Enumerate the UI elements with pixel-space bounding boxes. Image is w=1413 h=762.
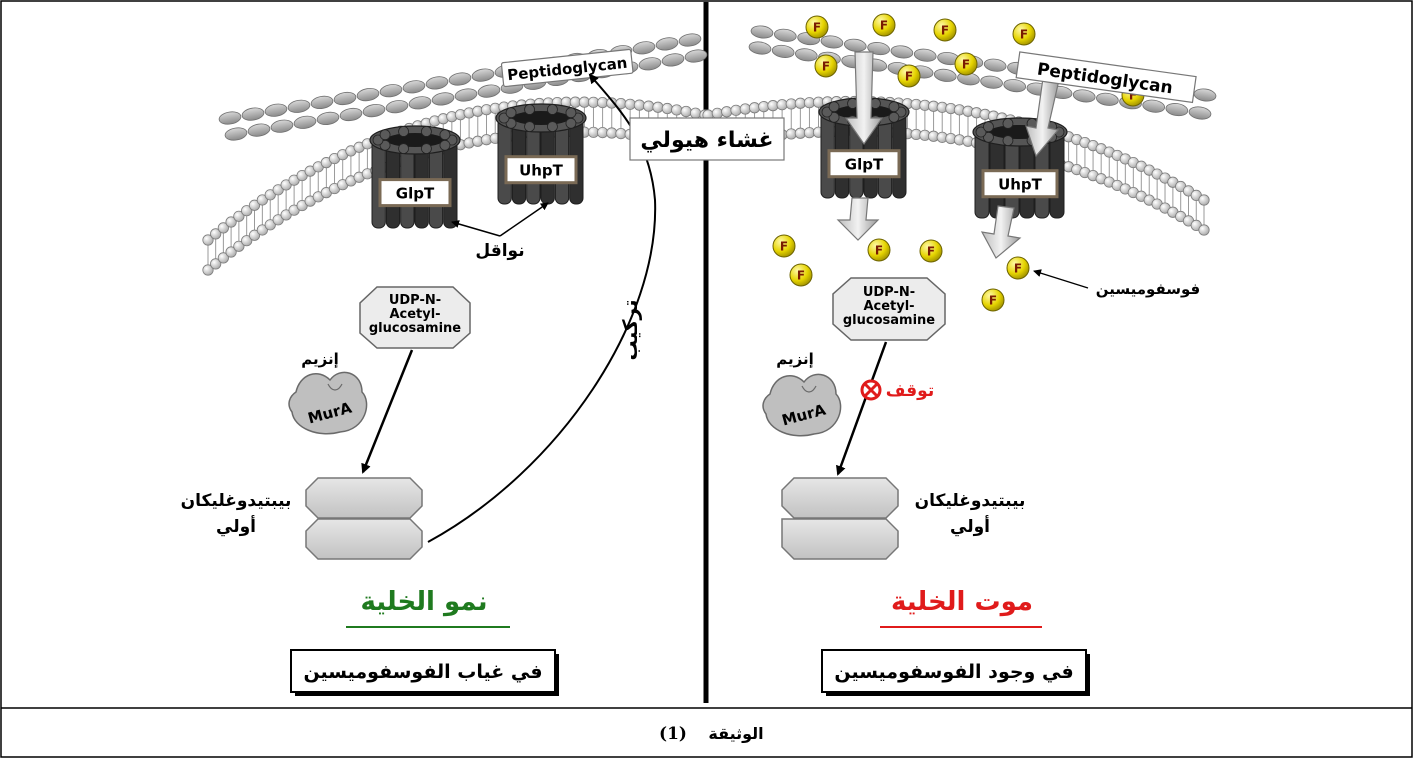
mura-enzyme-icon-right <box>762 373 842 437</box>
transporters-pointer-1 <box>451 220 501 237</box>
uhpt-transporter-right-label: UhpT <box>998 176 1043 194</box>
condition-label-right: في وجود الفوسفوميسين <box>834 661 1073 683</box>
precursor-line-1: بيبتيدوغليكان <box>181 491 292 511</box>
substrate-line-2-right: Acetyl- <box>863 299 914 314</box>
stop-icon <box>860 379 882 401</box>
svg-text:F: F <box>989 294 997 308</box>
glpt-transporter-left: GlpT <box>369 125 461 229</box>
peptidoglycan-chain-right-2 <box>748 41 1212 120</box>
entry-arrow-uhpt-bottom <box>980 205 1022 259</box>
enzyme-label-right: إنزيم <box>776 350 814 368</box>
svg-text:F: F <box>813 21 821 35</box>
substrate-line-1-right: UDP-N- <box>863 285 915 300</box>
uhpt-transporter-left: UhpT <box>495 103 587 205</box>
outcome-label-right: موت الخلية <box>891 587 1033 617</box>
svg-text:F: F <box>941 24 949 38</box>
fosfomycin-label: فوسفوميسين <box>1096 280 1200 298</box>
precursor-line-2: أولي <box>216 515 256 537</box>
entry-arrow-glpt-bottom <box>836 197 880 241</box>
condition-box <box>290 649 556 693</box>
precursor-block-top-right <box>781 477 899 519</box>
glpt-transporter-left-label: GlpT <box>396 185 435 203</box>
svg-text:F: F <box>780 240 788 254</box>
lipid-bilayer-right <box>702 95 1210 236</box>
fosfomycin-molecule: F <box>805 15 829 39</box>
condition-label: في غياب الفوسفوميسين <box>303 661 542 683</box>
fosfomycin-molecule: F <box>981 288 1005 312</box>
svg-text:F: F <box>927 245 935 259</box>
svg-text:F: F <box>1129 89 1137 103</box>
synthesis-arrow <box>427 73 657 543</box>
substrate-line-1: UDP-N- <box>389 293 441 308</box>
fosfomycin-pointer <box>1033 269 1089 289</box>
caption: الوثيقة (1) <box>659 724 764 744</box>
svg-text:F: F <box>822 60 830 74</box>
synthesis-label: تركيب <box>618 300 642 361</box>
svg-text:F: F <box>880 19 888 33</box>
precursor-block-bottom-right <box>781 518 899 560</box>
precursor-block-top <box>305 477 423 519</box>
stop-label: توقف <box>886 381 934 401</box>
svg-text:F: F <box>1014 262 1022 276</box>
precursor-block-bottom <box>305 518 423 560</box>
entry-arrow-uhpt-top <box>1025 77 1060 158</box>
substrate-octagon-right <box>832 277 946 341</box>
fosfomycin-molecule: F <box>814 54 838 78</box>
svg-text:F: F <box>875 244 883 258</box>
precursor-line-1-right: بيبتيدوغليكان <box>915 491 1026 511</box>
svg-text:F: F <box>1020 28 1028 42</box>
svg-text:F: F <box>962 58 970 72</box>
transporters-pointer-2 <box>499 202 549 237</box>
left-panel: Peptidoglycan غشاء هيولي نواقل تركيب UDP… <box>181 48 785 696</box>
fosfomycin-molecule: F <box>872 13 896 37</box>
svg-text:F: F <box>905 70 913 84</box>
fosfomycin-molecule: F <box>1006 256 1030 280</box>
uhpt-transporter-right: UhpT <box>972 117 1068 219</box>
precursor-line-2-right: أولي <box>950 515 990 537</box>
svg-text:F: F <box>797 269 805 283</box>
substrate-line-3: glucosamine <box>369 321 461 336</box>
fosfomycin-molecule: F <box>1012 22 1036 46</box>
mura-enzyme-notch <box>327 383 343 391</box>
mura-enzyme-notch-right <box>801 385 817 393</box>
fosfomycin-molecule: F <box>954 52 978 76</box>
glpt-transporter-right-label: GlpT <box>845 156 884 174</box>
fosfomycin-molecule: F <box>867 238 891 262</box>
membrane-label: غشاء هيولي <box>640 128 773 153</box>
mura-enzyme-icon <box>288 371 368 435</box>
uhpt-transporter-left-label: UhpT <box>519 162 564 180</box>
substrate-line-3-right: glucosamine <box>843 313 935 328</box>
caption-number: (1) <box>659 724 687 744</box>
fosfomycin-molecule: F <box>772 234 796 258</box>
fosfomycin-molecule: F <box>919 239 943 263</box>
blocked-reaction-arrow <box>836 341 888 476</box>
fosfomycin-molecule: F <box>897 64 921 88</box>
entry-arrow-glpt-top <box>844 51 884 146</box>
membrane-label-box <box>629 117 785 161</box>
enzyme-label: إنزيم <box>301 350 339 368</box>
outcome-label: نمو الخلية <box>361 587 488 617</box>
fosfomycin-molecule: F <box>933 18 957 42</box>
substrate-line-2: Acetyl- <box>389 307 440 322</box>
transporters-label: نواقل <box>475 241 524 261</box>
reaction-arrow <box>361 349 414 474</box>
fosfomycin-molecule: F <box>789 263 813 287</box>
right-panel: Peptidoglycan فوسفوميسين UDP-N- Acetyl- … <box>762 51 1200 696</box>
condition-box-right <box>821 649 1087 693</box>
substrate-octagon <box>359 286 471 349</box>
caption-word: الوثيقة <box>708 724 763 743</box>
